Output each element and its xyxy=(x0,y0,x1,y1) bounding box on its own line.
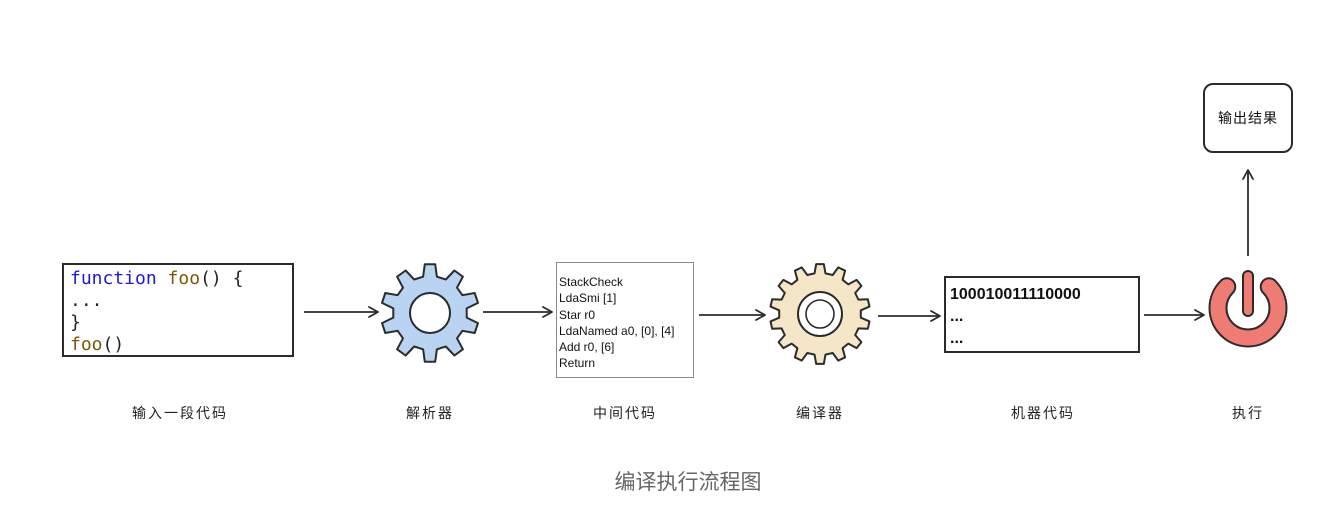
bytecode-line: LdaNamed a0, [0], [4] xyxy=(559,323,675,338)
stage-label-execute: 执行 xyxy=(1232,406,1264,422)
code-token: () { xyxy=(200,268,244,289)
code-token: foo xyxy=(70,334,103,355)
code-token: () xyxy=(102,334,125,355)
stage-label-ir: 中间代码 xyxy=(593,406,657,422)
code-line: } xyxy=(70,312,286,334)
code-token: ... xyxy=(70,290,103,311)
code-line: ... xyxy=(70,290,286,312)
output-result-label: 输出结果 xyxy=(1218,111,1278,127)
code-token: } xyxy=(70,312,81,333)
code-line: function foo() { xyxy=(70,268,286,290)
machine-code-line: 100010011110000 xyxy=(950,286,1081,303)
stage-label-machine: 机器代码 xyxy=(1011,406,1075,422)
bytecode-line: Add r0, [6] xyxy=(559,340,615,355)
bytecode-line: Star r0 xyxy=(559,307,596,322)
machine-code-line: ... xyxy=(950,308,964,325)
bytecode-line: StackCheck xyxy=(559,275,624,289)
stage-label-compiler: 编译器 xyxy=(796,406,844,422)
code-token xyxy=(157,268,168,289)
machine-code-line: ... xyxy=(950,330,964,347)
figure-caption: 编译执行流程图 xyxy=(614,470,762,494)
output-result-box: 输出结果 xyxy=(1203,83,1293,153)
code-token: function xyxy=(70,268,157,289)
compiler-gear-icon xyxy=(769,263,871,365)
stage-label-input: 输入一段代码 xyxy=(132,406,228,422)
code-line: foo() xyxy=(70,334,286,356)
parser-gear-icon xyxy=(381,263,479,363)
stage-label-parser: 解析器 xyxy=(406,406,454,422)
source-code-box: function foo() {...}foo() xyxy=(62,263,294,357)
machine-code-box: 100010011110000...... xyxy=(944,276,1140,353)
code-token: foo xyxy=(167,268,201,289)
power-icon xyxy=(1208,270,1288,348)
bytecode-line: LdaSmi [1] xyxy=(559,291,617,306)
bytecode-line: Return xyxy=(559,356,596,371)
